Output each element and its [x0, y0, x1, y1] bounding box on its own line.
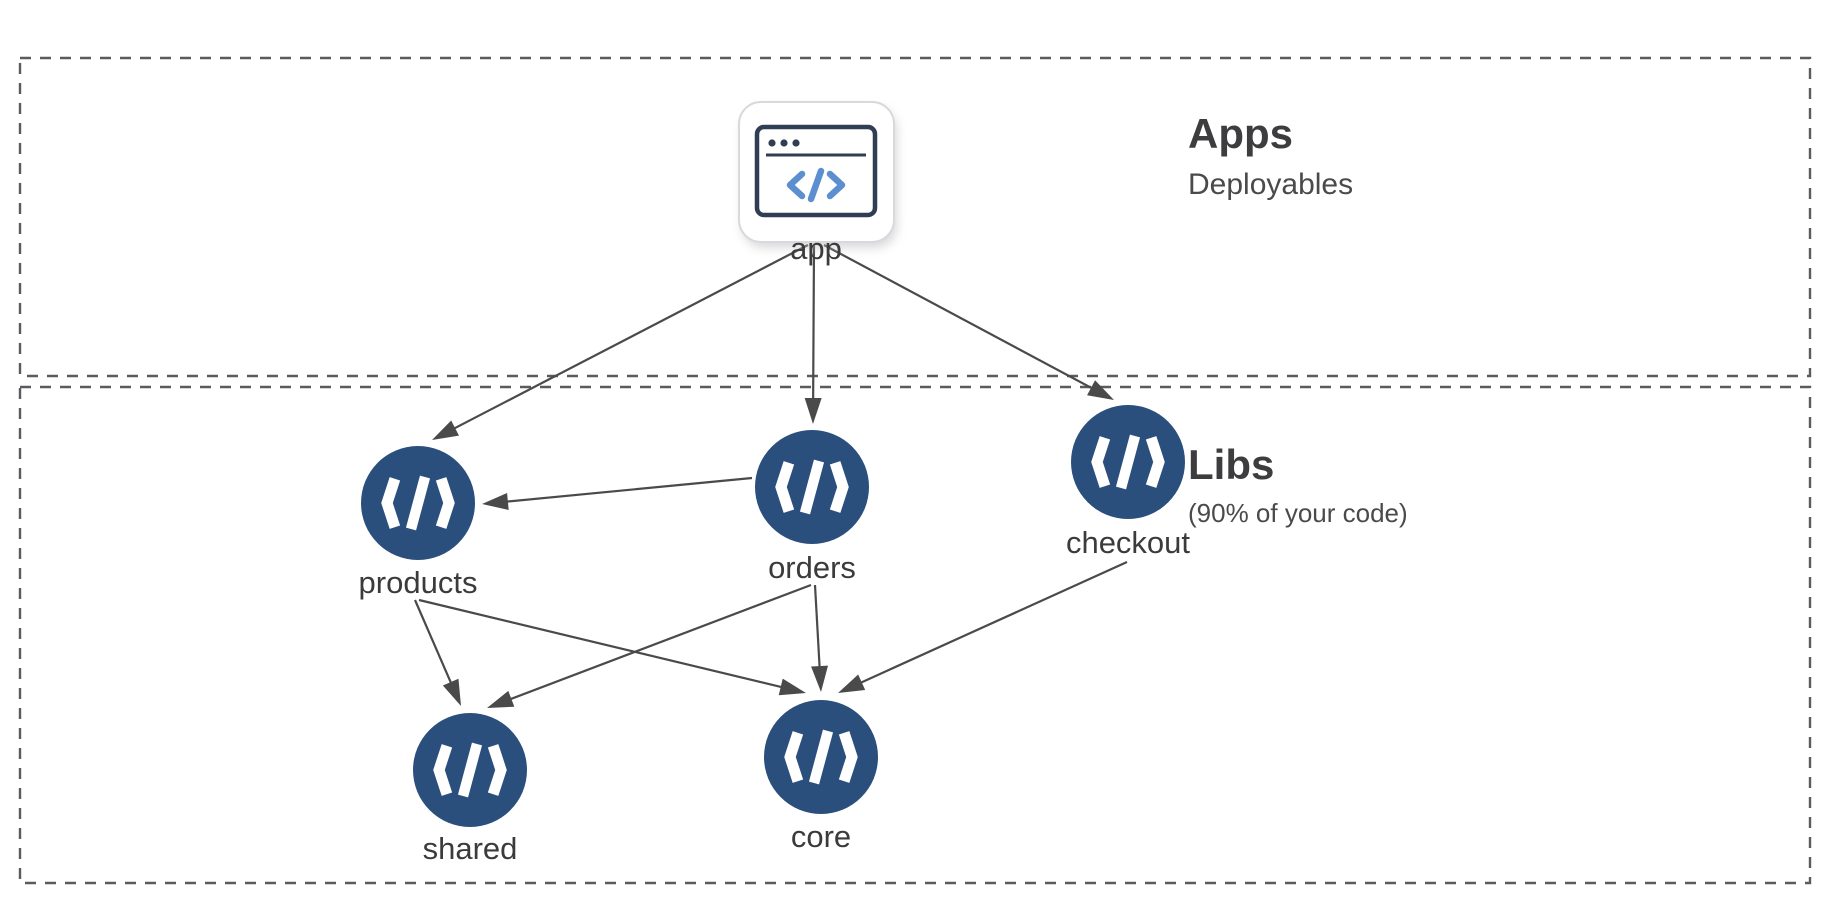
arrowhead-app-to-checkout	[1087, 380, 1114, 400]
code-icon-right-angle	[838, 731, 858, 783]
edge-line-app-to-checkout	[823, 244, 1096, 392]
code-icon	[433, 742, 507, 798]
edge-line-products-to-shared	[413, 599, 454, 688]
edge-line-orders-to-shared	[506, 583, 812, 702]
arrowhead-products-to-shared	[442, 678, 461, 706]
edge-checkout-to-core	[838, 560, 1128, 693]
lib-node-checkout[interactable]: checkout	[1066, 405, 1190, 560]
lib-node-core[interactable]: core	[764, 700, 878, 854]
lib-node-label-checkout: checkout	[1066, 525, 1190, 560]
app-node-label: app	[790, 231, 842, 266]
browser-dot-2	[780, 139, 788, 147]
code-icon	[775, 459, 849, 515]
code-icon	[784, 729, 858, 785]
lib-node-products[interactable]: products	[359, 446, 478, 600]
edge-products-to-shared	[413, 599, 461, 706]
arrowhead-products-to-core	[778, 678, 806, 696]
edge-app-to-products	[432, 244, 809, 440]
arrowhead-orders-to-core	[811, 665, 829, 692]
code-icon-slash	[1115, 434, 1141, 490]
edge-app-to-orders	[804, 244, 822, 424]
nodes-layer: products orders checkout shared core app	[359, 101, 1190, 866]
code-icon-slash	[405, 475, 431, 531]
code-icon-right-angle	[829, 461, 849, 513]
edge-orders-to-shared	[487, 583, 812, 708]
browser-glyph-right-angle	[826, 170, 846, 200]
lib-node-label-products: products	[359, 565, 478, 600]
code-icon-left-angle	[381, 477, 401, 529]
code-icon	[1091, 434, 1165, 490]
edge-line-orders-to-core	[813, 584, 821, 672]
code-icon	[381, 475, 455, 531]
arrowhead-orders-to-shared	[487, 690, 515, 708]
code-icon-right-angle	[435, 477, 455, 529]
browser-code-icon	[754, 124, 878, 218]
edge-line-checkout-to-core	[856, 560, 1128, 686]
lib-node-label-shared: shared	[423, 831, 518, 866]
code-icon-slash	[808, 729, 834, 785]
arrowhead-checkout-to-core	[838, 674, 866, 693]
zones-layer	[18, 56, 1812, 885]
code-icon-slash	[457, 742, 483, 798]
app-node-app[interactable]: app	[738, 101, 897, 266]
browser-dot-1	[768, 139, 776, 147]
code-icon-left-angle	[1091, 436, 1111, 488]
lib-node-label-core: core	[791, 819, 851, 854]
zone-subtitle-libs: (90% of your code)	[1188, 498, 1408, 528]
browser-frame	[754, 124, 878, 218]
zone-title-apps: Apps	[1188, 110, 1293, 157]
edge-line-products-to-core	[418, 598, 786, 690]
edge-orders-to-core	[811, 584, 829, 692]
code-icon-slash	[799, 459, 825, 515]
code-icon-right-angle	[1145, 436, 1165, 488]
edge-app-to-checkout	[823, 244, 1114, 400]
arrowhead-app-to-orders	[804, 397, 822, 424]
zone-boundary-libs	[18, 385, 1812, 885]
zone-boundary-apps	[18, 56, 1812, 378]
code-icon-right-angle	[487, 744, 507, 796]
browser-dot-3	[792, 139, 800, 147]
browser-glyph-slash	[807, 167, 825, 203]
edge-orders-to-products	[482, 476, 753, 510]
edge-line-orders-to-products	[502, 476, 753, 504]
arrowhead-app-to-products	[432, 420, 459, 440]
edge-products-to-core	[418, 598, 806, 696]
arrowhead-orders-to-products	[482, 493, 509, 510]
edge-line-app-to-products	[450, 244, 809, 432]
edges-layer	[413, 244, 1128, 708]
code-icon-left-angle	[775, 461, 795, 513]
browser-glyph-left-angle	[786, 170, 806, 200]
zone-title-libs: Libs	[1188, 441, 1274, 488]
lib-node-shared[interactable]: shared	[413, 713, 527, 866]
edge-line-app-to-orders	[812, 244, 816, 404]
lib-node-label-orders: orders	[768, 550, 856, 585]
code-icon-left-angle	[784, 731, 804, 783]
code-icon-left-angle	[433, 744, 453, 796]
lib-node-orders[interactable]: orders	[755, 430, 869, 585]
zone-subtitle-apps: Deployables	[1188, 168, 1353, 201]
